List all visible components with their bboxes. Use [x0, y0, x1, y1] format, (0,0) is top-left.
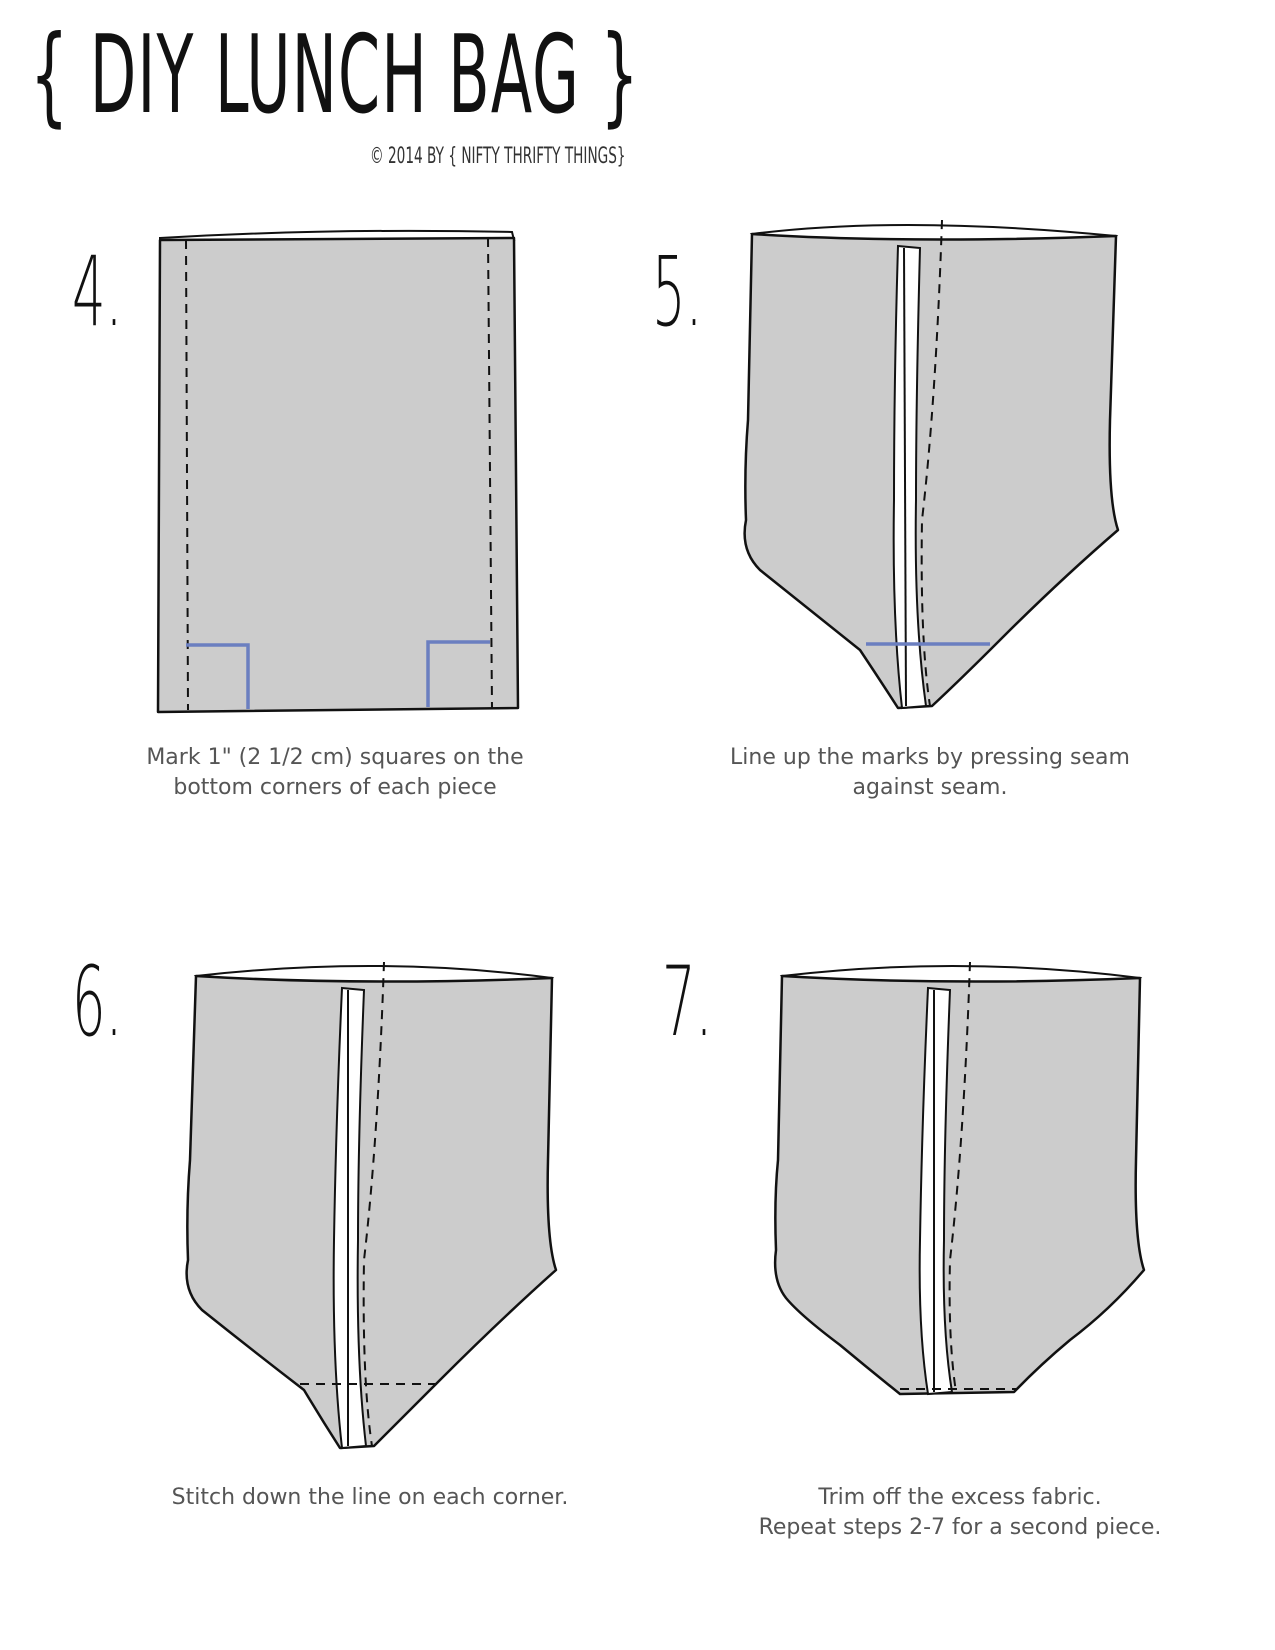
step-5-bag-body: [743, 232, 1120, 710]
step-6-caption-line-1: Stitch down the line on each corner.: [171, 1485, 569, 1510]
step-7-folded-seam: [918, 986, 954, 1396]
step-4-fabric-piece: [156, 236, 520, 714]
step-7-seam-stitch-line: [948, 961, 971, 1393]
step-6-caption: Stitch down the line on each corner.: [140, 1483, 600, 1513]
step-5-diagram: [743, 219, 1120, 710]
step-7-bag-body: [773, 974, 1146, 1396]
step-number-5: 5.: [652, 236, 703, 348]
step-5-caption: Line up the marks by pressing seam again…: [700, 743, 1160, 803]
step-4-diagram: [156, 229, 520, 714]
step-4-left-stitch-line: [185, 239, 189, 711]
step-5-seam-fold-line: [903, 247, 907, 707]
step-7-caption-line-1: Trim off the excess fabric.: [818, 1485, 1102, 1510]
step-4-caption-line-2: bottom corners of each piece: [173, 775, 497, 800]
step-4-caption: Mark 1" (2 1/2 cm) squares on the bottom…: [105, 743, 565, 803]
step-5-caption-line-2: against seam.: [852, 775, 1008, 800]
step-4-caption-line-1: Mark 1" (2 1/2 cm) squares on the: [146, 745, 524, 770]
step-4-right-corner-square: [426, 640, 490, 707]
step-4-right-stitch-line: [487, 237, 493, 709]
step-5-caption-line-1: Line up the marks by pressing seam: [730, 745, 1130, 770]
step-7-diagram: [773, 961, 1146, 1396]
step-7-caption: Trim off the excess fabric. Repeat steps…: [720, 1483, 1200, 1543]
step-6-diagram: [185, 961, 558, 1450]
step-5-folded-seam: [892, 244, 928, 710]
step-5-stitch-line: [920, 219, 943, 707]
step-number-7: 7.: [662, 946, 713, 1058]
step-4-left-corner-square: [186, 643, 250, 709]
step-number-6: 6.: [72, 946, 123, 1058]
step-6-folded-seam: [332, 986, 368, 1450]
step-6-bag-body: [185, 974, 558, 1450]
step-7-caption-line-2: Repeat steps 2-7 for a second piece.: [758, 1515, 1162, 1540]
step-number-4: 4.: [72, 236, 123, 348]
